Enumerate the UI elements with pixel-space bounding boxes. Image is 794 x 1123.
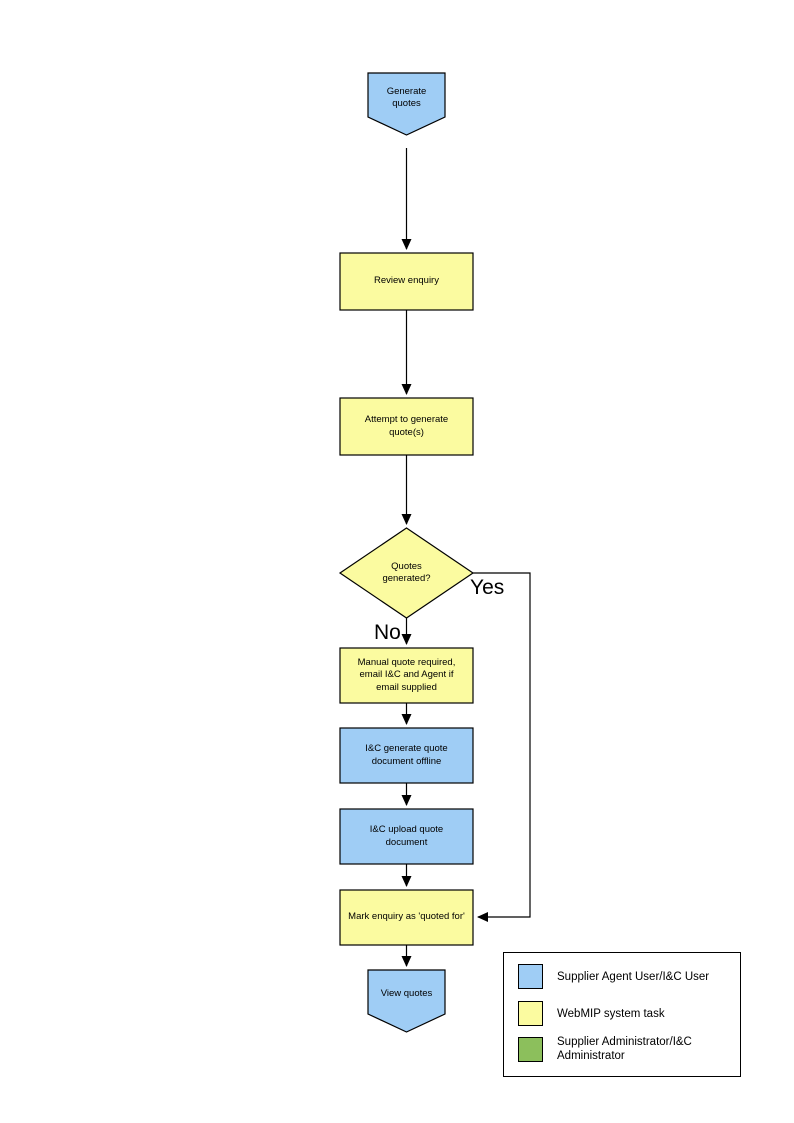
edge-decision-yes-to-mark [473, 572, 531, 922]
node-manual-quote-required[interactable] [339, 647, 474, 704]
legend-item-supplier-agent-user: Supplier Agent User/I&C User [518, 964, 709, 989]
legend-label-supplier-agent-user: Supplier Agent User/I&C User [557, 970, 710, 983]
legend-item-supplier-administrator: Supplier Administrator/I&C Administrator [518, 1035, 692, 1063]
node-quotes-generated-decision[interactable] [338, 527, 475, 619]
node-attempt-generate-quotes[interactable] [339, 397, 474, 456]
node-ic-generate-quote-offline[interactable] [339, 727, 474, 784]
edge-label-no: No [374, 621, 401, 644]
legend-label-supplier-administrator: Supplier Administrator/I&C Administrator [557, 1036, 692, 1062]
node-review-enquiry[interactable] [339, 252, 474, 311]
legend-swatch-green [518, 1036, 543, 1062]
legend-swatch-blue [518, 964, 543, 989]
legend: Supplier Agent User/I&C User WebMIP syst… [503, 952, 741, 1077]
node-shapes [338, 72, 475, 1033]
node-ic-upload-quote-document[interactable] [339, 808, 474, 865]
legend-swatch-yellow [518, 1001, 543, 1026]
node-generate-quotes[interactable] [367, 72, 446, 136]
edge-label-yes: Yes [470, 576, 505, 599]
legend-item-webmip-system-task: WebMIP system task [518, 1001, 665, 1026]
legend-label-webmip-system-task: WebMIP system task [557, 1007, 665, 1020]
node-mark-enquiry-quoted-for[interactable] [339, 889, 474, 946]
node-view-quotes[interactable] [367, 969, 446, 1033]
connectors [401, 148, 531, 967]
